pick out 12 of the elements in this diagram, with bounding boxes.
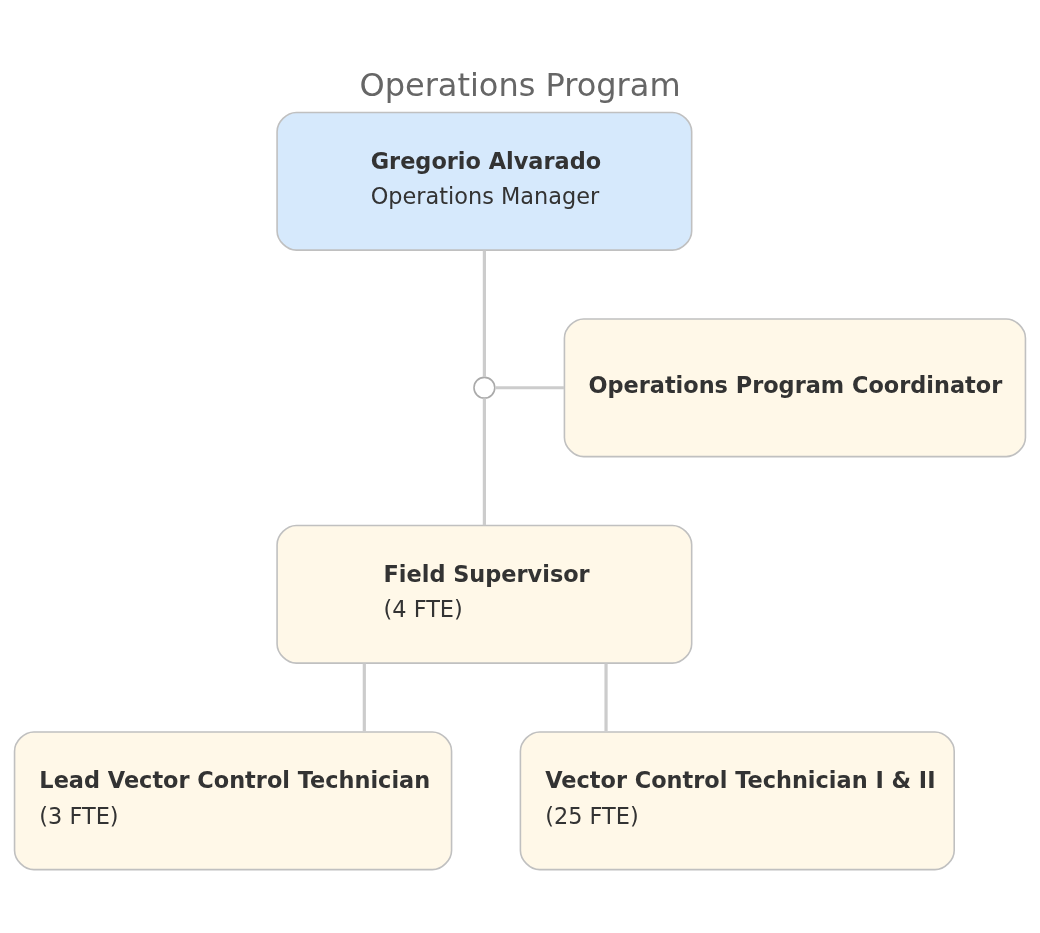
- connector: [604, 663, 608, 731]
- connector: [482, 397, 486, 525]
- node-box: Gregorio Alvarado Operations Manager: [276, 111, 693, 251]
- diagram-title: Operations Program: [359, 65, 681, 104]
- node-box: Operations Program Coordinator: [563, 317, 1027, 457]
- node-box: Lead Vector Control Technician (3 FTE): [13, 730, 453, 870]
- node-circle: [473, 376, 496, 399]
- node-box: Vector Control Technician I & II (25 FTE): [519, 730, 955, 870]
- connector: [495, 385, 565, 389]
- node-box: Field Supervisor (4 FTE): [276, 524, 693, 664]
- connector: [482, 250, 486, 377]
- connector: [362, 663, 366, 731]
